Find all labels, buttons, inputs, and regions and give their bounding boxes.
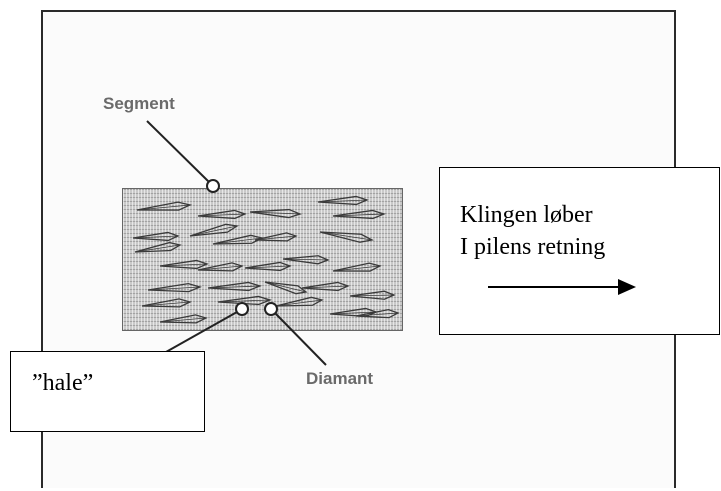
diamant-marker <box>264 302 278 316</box>
diamond-axis <box>159 263 208 267</box>
diamond-axis <box>282 258 329 261</box>
direction-box: Klingen løber I pilens retning <box>439 167 720 335</box>
diamond-axis <box>197 213 246 217</box>
diamond-axis <box>249 211 301 215</box>
direction-arrow <box>488 279 636 295</box>
diamant-label: Diamant <box>306 369 374 388</box>
diamond-axis <box>264 281 307 293</box>
diamond-axis <box>332 265 381 272</box>
diamond-axis <box>132 235 179 239</box>
diamond-axis <box>317 199 368 203</box>
hale-marker <box>235 302 249 316</box>
diamond-axis <box>275 299 323 307</box>
diamond-axis <box>212 237 263 245</box>
segment-leader-line <box>146 120 210 183</box>
diamond-axis <box>159 317 207 323</box>
diamond-axis <box>332 213 385 217</box>
hale-box: ”hale” <box>10 351 205 432</box>
diamond-axis <box>254 235 297 241</box>
segment-marker <box>206 179 220 193</box>
diamond-axis <box>244 265 291 269</box>
diamond-axis <box>319 231 373 241</box>
diamond-axis <box>134 244 181 253</box>
hale-label: ”hale” <box>32 370 94 396</box>
diamond-axis <box>136 204 191 211</box>
segment-label: Segment <box>103 94 175 113</box>
diamond-axis <box>355 312 399 317</box>
diamond-axis <box>147 286 201 291</box>
diamond-axis <box>197 265 243 271</box>
direction-text-line2: I pilens retning <box>460 234 606 260</box>
diamond-axis <box>329 311 377 315</box>
diamond-axis <box>349 294 395 297</box>
hale-leader-line <box>165 311 238 353</box>
diamond-group <box>132 195 400 324</box>
diamond-axis <box>189 225 238 237</box>
diamond-axis <box>217 299 271 303</box>
diamant-leader-line <box>274 312 327 366</box>
direction-text-line1: Klingen løber <box>460 202 593 228</box>
diamond-axis <box>301 285 349 289</box>
diamond-axis <box>207 285 261 289</box>
diamond-axis <box>141 301 191 307</box>
